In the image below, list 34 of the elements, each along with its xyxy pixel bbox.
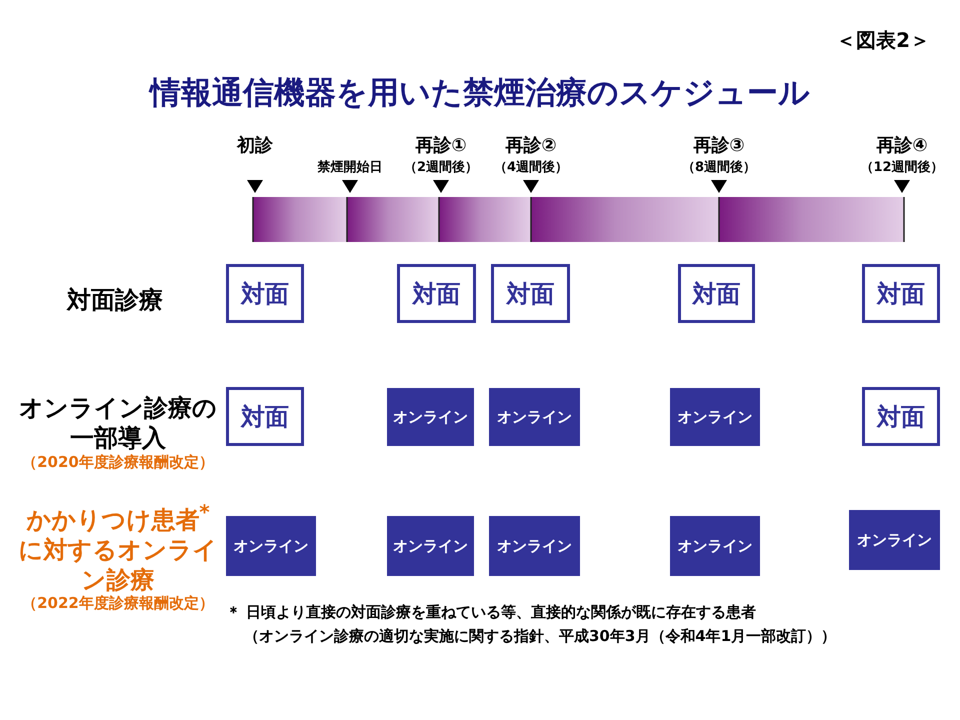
in-person-box: 対面 bbox=[226, 264, 304, 323]
week-label: （8週間後） bbox=[682, 160, 756, 176]
milestone-label: 禁煙開始日 bbox=[318, 160, 382, 176]
row-note: （2022年度診療報酬改定） bbox=[22, 594, 214, 613]
online-box: オンライン bbox=[226, 516, 316, 576]
visit-label: 初診 bbox=[237, 135, 273, 158]
visit-label: 再診③ bbox=[693, 135, 745, 158]
online-box: オンライン bbox=[849, 510, 940, 570]
row-note: （2020年度診療報酬改定） bbox=[22, 453, 214, 472]
online-box: オンライン bbox=[387, 388, 474, 446]
week-label: （4週間後） bbox=[494, 160, 568, 176]
footnote: （オンライン診療の適切な実施に関する指針、平成30年3月（令和4年1月一部改訂）） bbox=[244, 627, 836, 646]
online-box: オンライン bbox=[489, 388, 580, 446]
week-label: （2週間後） bbox=[404, 160, 478, 176]
row-heading: オンライン診療の一部導入 bbox=[18, 393, 218, 453]
in-person-box: 対面 bbox=[862, 264, 940, 323]
visit-label: 再診④ bbox=[876, 135, 928, 158]
visit-label: 再診② bbox=[505, 135, 557, 158]
in-person-box: 対面 bbox=[491, 264, 570, 323]
in-person-box: 対面 bbox=[226, 387, 304, 446]
online-box: オンライン bbox=[387, 516, 474, 576]
title: 情報通信機器を用いた禁煙治療のスケジュール bbox=[148, 74, 811, 113]
row-heading: かかりつけ患者$^{*}$に対するオンライン診療 bbox=[18, 500, 218, 595]
online-box: オンライン bbox=[670, 388, 760, 446]
figure-number: ＜図表2＞ bbox=[836, 28, 930, 53]
in-person-box: 対面 bbox=[862, 387, 940, 446]
in-person-box: 対面 bbox=[397, 264, 476, 323]
online-box: オンライン bbox=[670, 516, 760, 576]
footnote: ＊ 日頃より直接の対面診療を重ねている等、直接的な関係が既に存在する患者 bbox=[226, 603, 756, 622]
week-label: （12週間後） bbox=[860, 160, 944, 176]
in-person-box: 対面 bbox=[678, 264, 755, 323]
row-heading: 対面診療 bbox=[67, 285, 163, 315]
online-box: オンライン bbox=[489, 516, 580, 576]
visit-label: 再診① bbox=[415, 135, 467, 158]
